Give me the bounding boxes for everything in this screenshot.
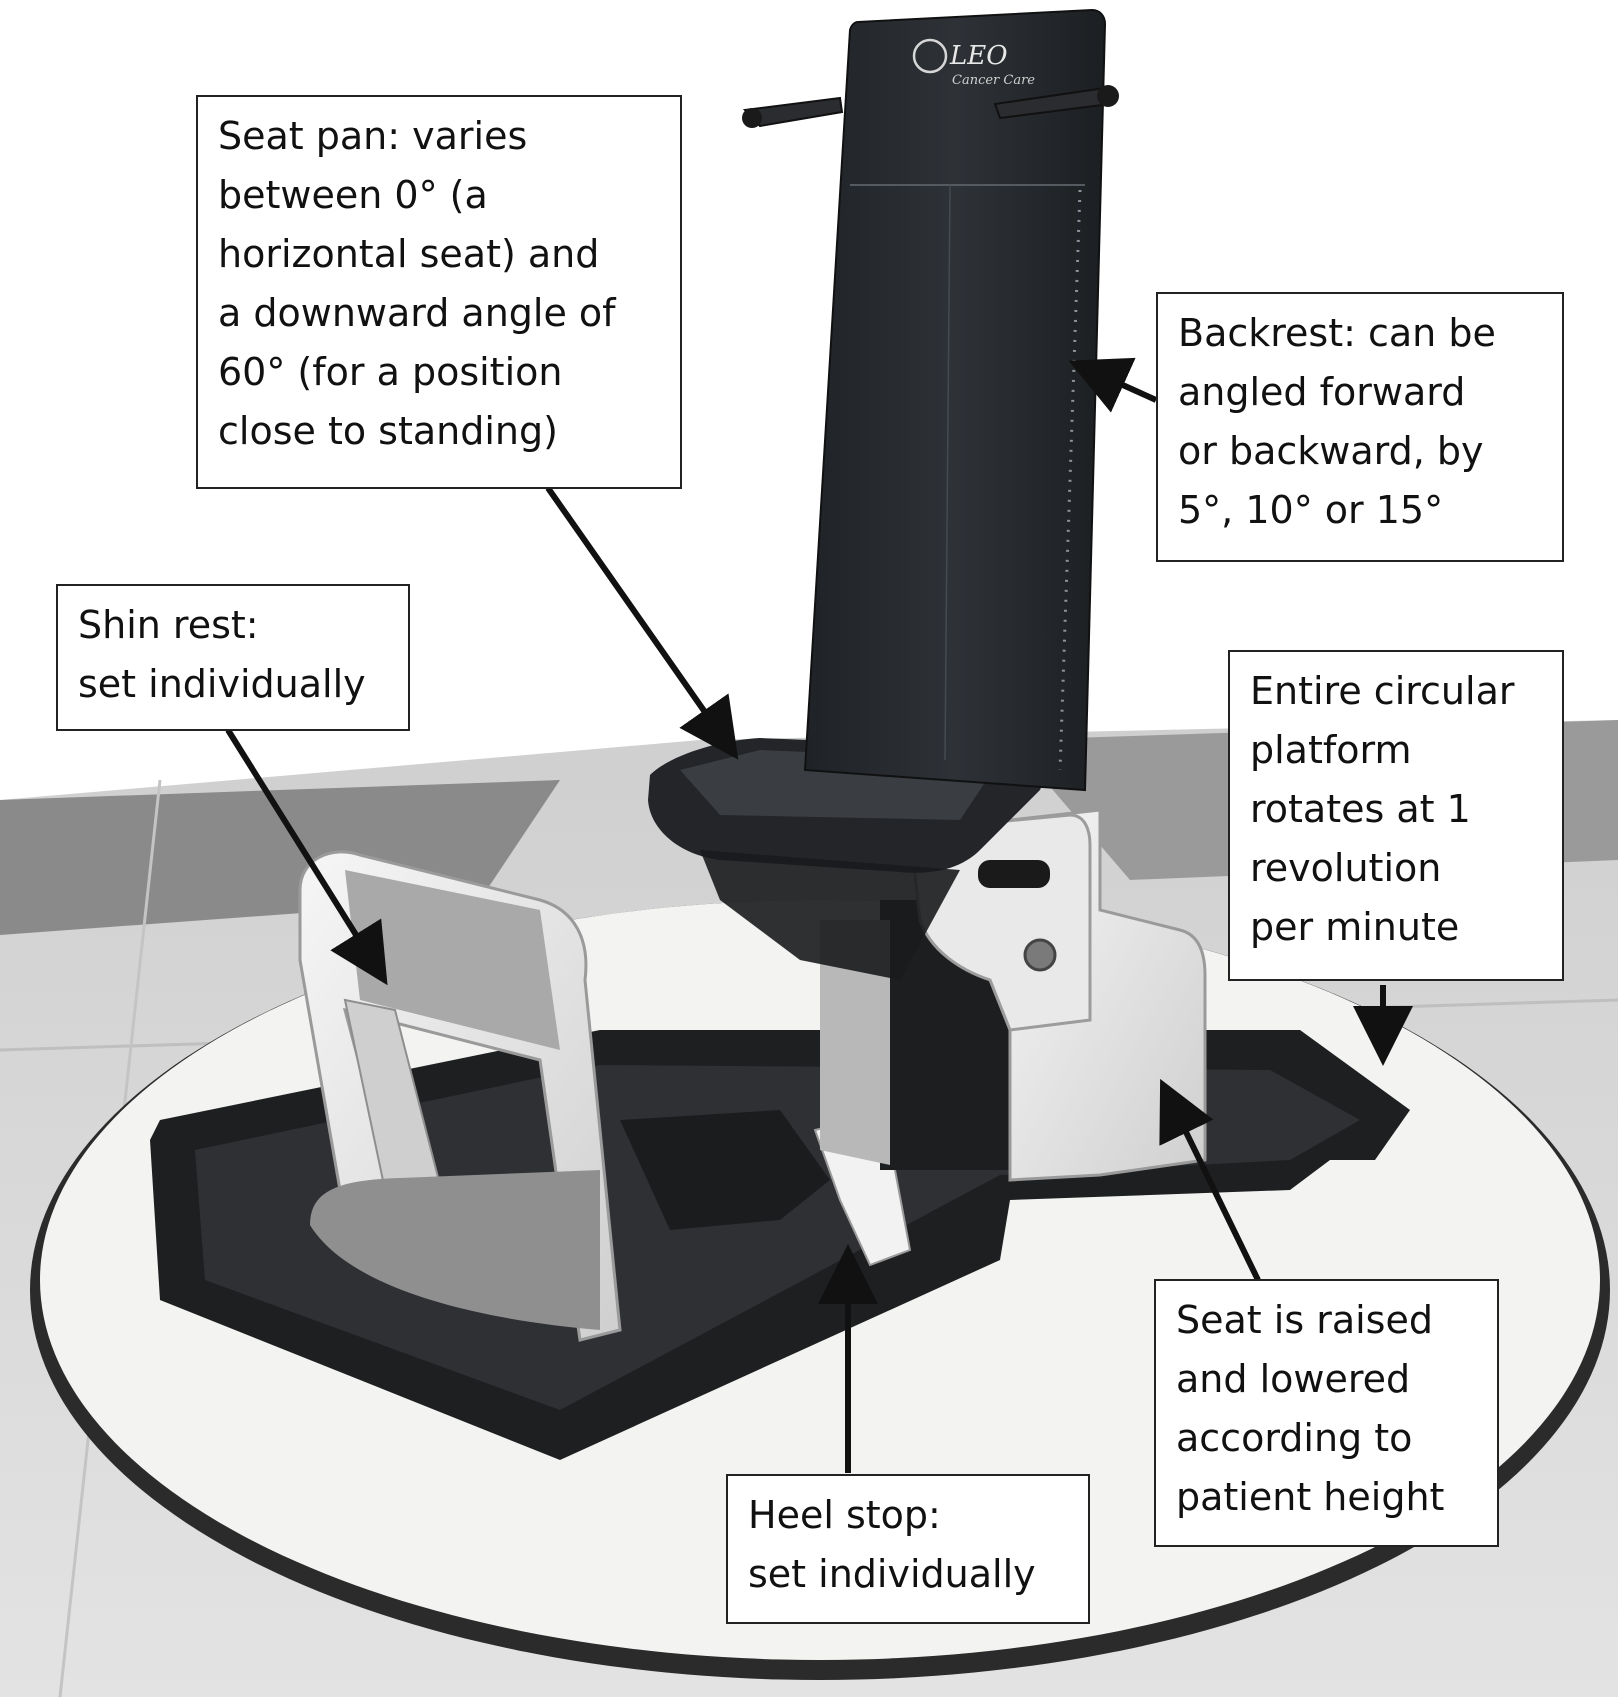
seat-pan-underside [700,850,960,980]
callout-backrest: Backrest: can be angled forward or backw… [1156,292,1564,562]
backrest-handle-left-knob [742,108,762,128]
leo-logo-text: LEO [949,41,1008,71]
callout-text-line: according to [1176,1416,1413,1460]
shin-rest-pad [345,870,560,1050]
arrow-seat-height [1159,1078,1261,1282]
callout-text-line: platform [1250,728,1412,772]
callout-text-line: Shin rest: [78,603,259,647]
backrest-center-line [944,184,951,761]
callout-seat-pan: Seat pan: varies between 0° (a horizonta… [196,95,682,489]
callout-text-line: Seat is raised [1176,1298,1433,1342]
backrest-handle-right-knob [1097,85,1119,107]
callout-text-line: revolution [1250,846,1442,890]
callout-text-line: Backrest: can be [1178,311,1496,355]
callout-text-line: Seat pan: varies [218,114,528,158]
callout-text-line: or backward, by [1178,429,1484,473]
leo-logo-subtitle: Cancer Care [952,73,1035,88]
callout-text-line: horizontal seat) and [218,232,600,276]
backrest-scale [1058,189,1082,771]
callout-text-line: a downward angle of [218,291,616,335]
heel-stop-block [620,1110,830,1230]
callout-text-line: and lowered [1176,1357,1411,1401]
callout-text-line: between 0° (a [218,173,488,217]
seat-column-left [820,920,890,1165]
callout-text-line: 5°, 10° or 15° [1178,488,1444,532]
callout-shin-rest: Shin rest: set individually [56,584,410,731]
callout-text-line: rotates at 1 [1250,787,1471,831]
arrow-backrest [1068,357,1158,413]
callout-text-line: Entire circular [1250,669,1515,713]
callout-seat-height: Seat is raised and lowered according to … [1154,1279,1499,1547]
callout-heel-stop: Heel stop: set individually [726,1474,1090,1624]
seat-support-slot [978,860,1050,888]
leo-logo-mark [912,38,948,74]
arrow-shin-rest [225,728,388,986]
callout-text-line: per minute [1250,905,1460,949]
seat-support-knob [1023,938,1057,972]
arrow-seat-pan [545,486,739,760]
callout-text-line: close to standing) [218,409,558,453]
backrest-board [803,8,1107,792]
callout-platform: Entire circular platform rotates at 1 re… [1228,650,1564,981]
callout-text-line: Heel stop: [748,1493,941,1537]
callout-text-line: patient height [1176,1475,1445,1519]
callout-text-line: set individually [748,1552,1036,1596]
shin-rest-foot-plate [310,1170,600,1330]
callout-text-line: angled forward [1178,370,1466,414]
callout-text-line: 60° (for a position [218,350,563,394]
callout-text-line: set individually [78,662,366,706]
